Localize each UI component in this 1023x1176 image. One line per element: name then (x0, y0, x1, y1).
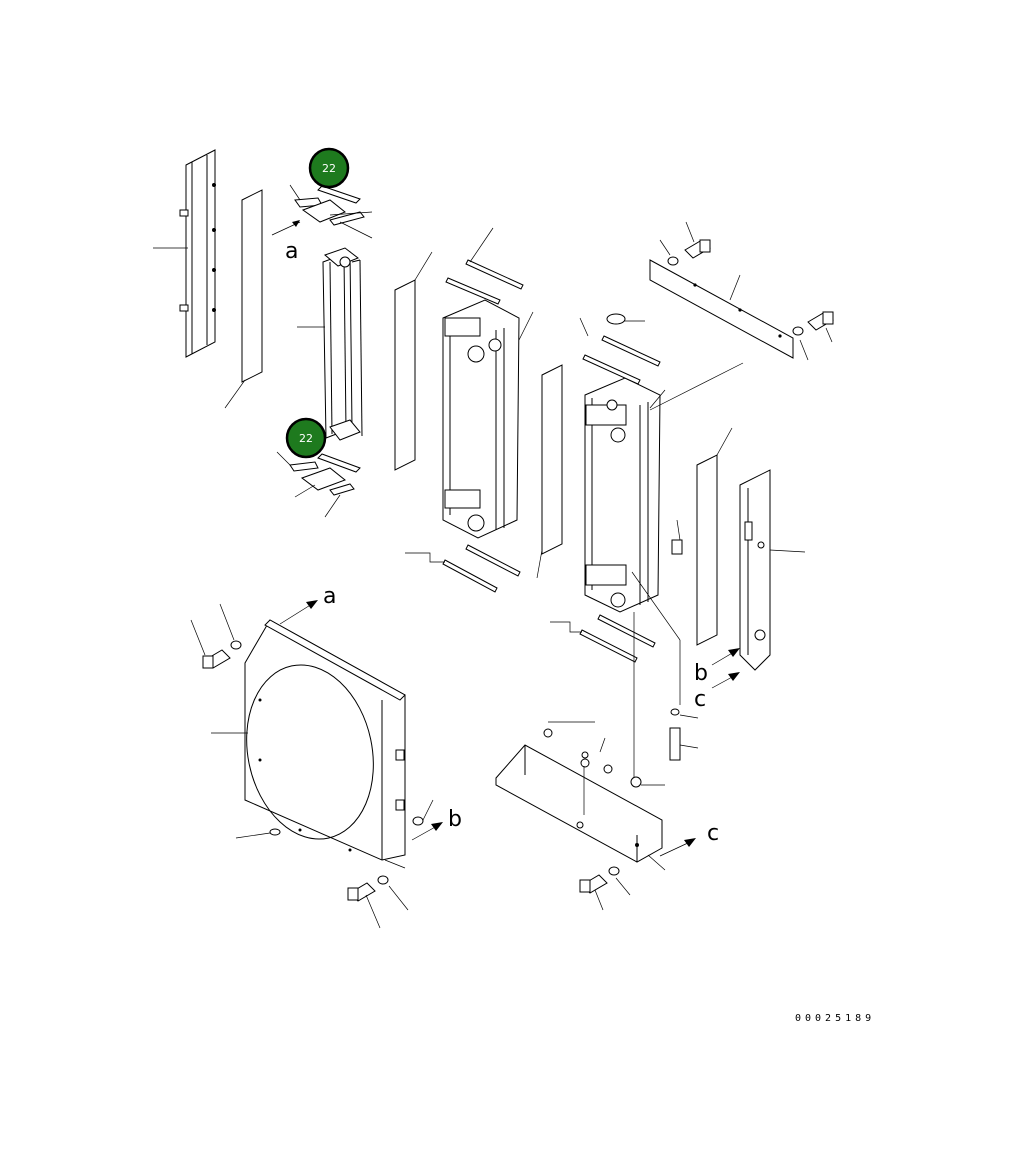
lower-pad-set (276, 451, 361, 518)
part-marker-label: 22 (322, 162, 336, 175)
right-side-bracket (739, 469, 806, 671)
part-marker-22-lower[interactable]: 22 (285, 417, 327, 459)
left-seal-strip (224, 189, 263, 409)
bracket-arrow-b (711, 648, 740, 666)
middle-seal-strip (394, 251, 433, 471)
radiator-cap (606, 313, 645, 325)
shroud-arrow-b (411, 799, 443, 841)
part-marker-label: 22 (299, 432, 313, 445)
reference-letter-a-top: a (285, 239, 298, 264)
bracket-arrow-c (711, 672, 740, 689)
part-marker-22-upper[interactable]: 22 (308, 147, 350, 189)
lower-base-frame (495, 721, 666, 871)
drain-valve (671, 519, 683, 555)
aftercooler-bottom-strips (405, 544, 521, 593)
aftercooler-top-strips (445, 227, 524, 305)
reference-letter-b-bottom: b (448, 807, 462, 832)
top-bolt-set (659, 221, 711, 266)
shroud-arrow-a (279, 600, 318, 625)
aftercooler-core (442, 299, 534, 539)
oil-cooler-core (297, 247, 363, 441)
drain-hose-parts (631, 571, 699, 761)
upper-mounting-plate (649, 259, 794, 359)
left-side-bracket (153, 149, 216, 358)
drawing-code: 00025189 (795, 1013, 875, 1024)
shroud-bottom-bolt (347, 859, 409, 929)
radiator-top-strips (579, 317, 661, 385)
reference-letter-b-right: b (694, 661, 708, 686)
base-bolt-set (579, 866, 631, 911)
radiator-core (584, 362, 744, 613)
reference-letter-c-bottom: c (707, 821, 719, 846)
radiator-seal-strip (536, 364, 563, 579)
fan-shroud (211, 619, 406, 861)
upper-pad-set (271, 184, 373, 239)
right-bolt-set (792, 311, 834, 361)
radiator-bottom-strips (550, 614, 656, 663)
reference-letter-c-right: c (694, 687, 706, 712)
reference-letter-a-bottom: a (323, 584, 336, 609)
right-seal-strip (696, 427, 733, 646)
base-arrow-c (659, 838, 696, 857)
shroud-left-bolt (190, 603, 242, 669)
